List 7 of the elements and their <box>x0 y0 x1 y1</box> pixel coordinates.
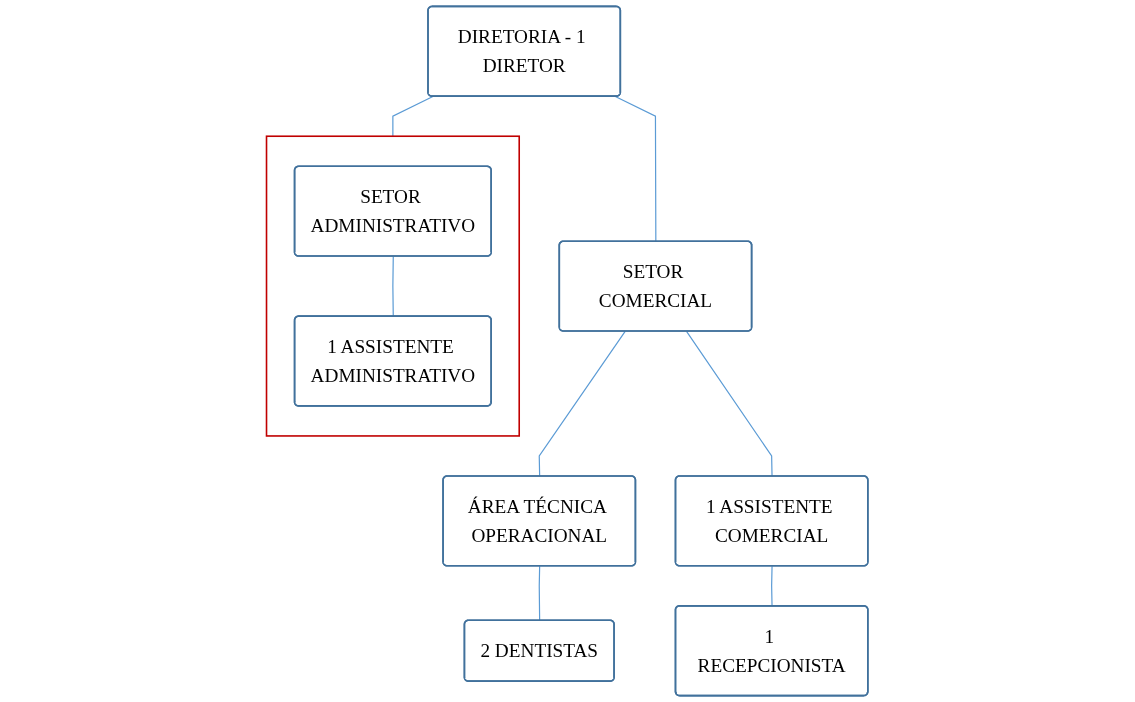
connector <box>771 565 773 607</box>
connector <box>615 95 657 243</box>
cluster <box>266 135 521 437</box>
connector <box>538 330 627 477</box>
connector <box>686 330 773 477</box>
connector <box>392 255 395 318</box>
connector <box>539 565 541 622</box>
